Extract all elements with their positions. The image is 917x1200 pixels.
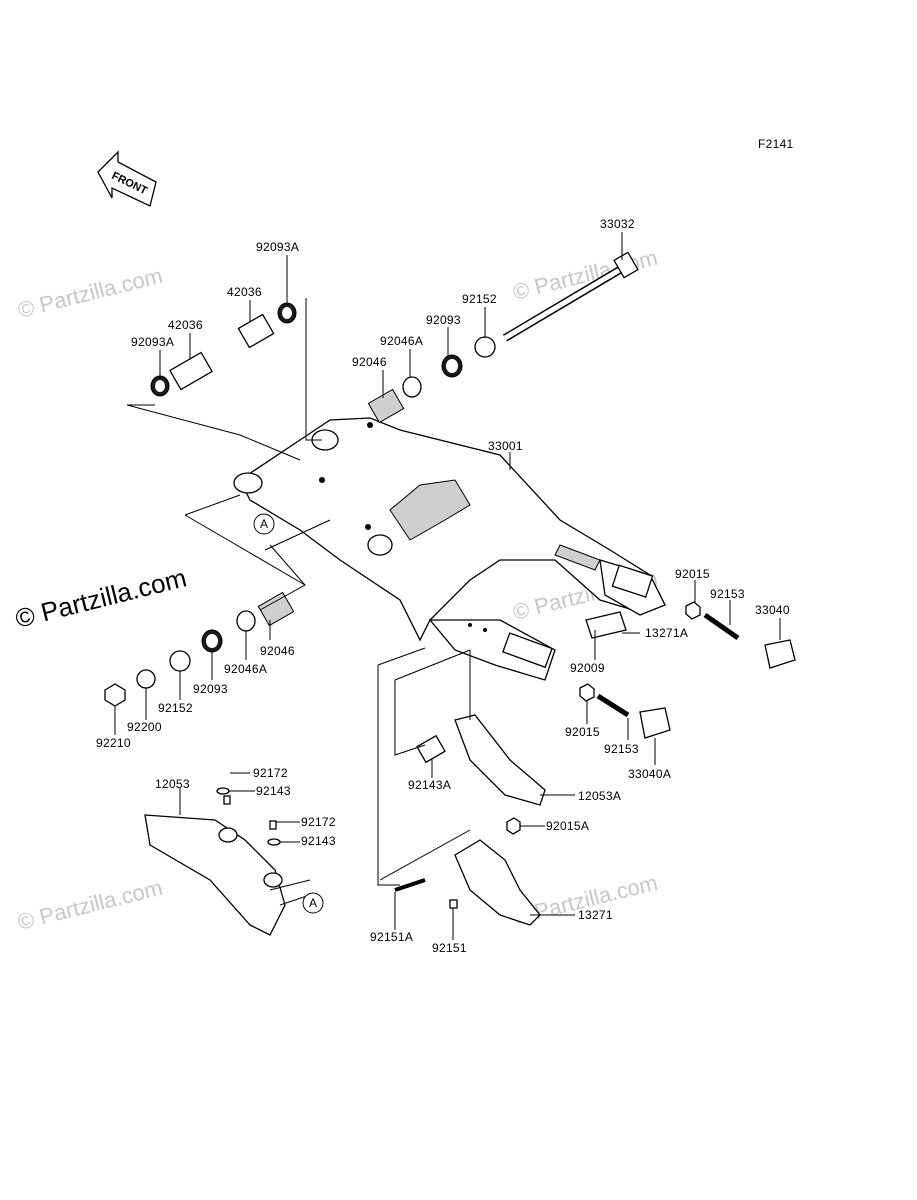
swingarm-body bbox=[233, 417, 666, 681]
part-labels: 33032 92093A 42036 42036 92093A 92152 92… bbox=[96, 217, 790, 955]
part-label: 33032 bbox=[600, 217, 635, 231]
part-label: 92152 bbox=[158, 701, 193, 715]
part-label: 92153 bbox=[604, 742, 639, 756]
watermark: © Partzilla.com bbox=[15, 263, 165, 323]
part-label: 92172 bbox=[301, 815, 336, 829]
part-label: 92143 bbox=[256, 784, 291, 798]
pivot-shaft bbox=[502, 251, 639, 342]
part-label: 92046A bbox=[224, 662, 267, 676]
callout-a-bottom: A bbox=[302, 892, 324, 914]
watermark: © Partzilla.com bbox=[510, 245, 660, 305]
part-label: 92046 bbox=[260, 644, 295, 658]
part-label: 92143A bbox=[408, 778, 451, 792]
part-label: 33040A bbox=[628, 767, 671, 781]
chain-guide bbox=[416, 714, 546, 806]
part-label: 92093A bbox=[256, 240, 299, 254]
part-label: 92210 bbox=[96, 736, 131, 750]
part-label: 92093 bbox=[193, 682, 228, 696]
part-label: 92152 bbox=[462, 292, 497, 306]
part-label: 92009 bbox=[570, 661, 605, 675]
callout-a-top: A bbox=[253, 513, 275, 535]
watermark-main: © Partzilla.com bbox=[12, 562, 189, 633]
part-label: 92151A bbox=[370, 930, 413, 944]
part-label: 92015A bbox=[546, 819, 589, 833]
leader-lines bbox=[114, 232, 781, 940]
part-label: 92093 bbox=[426, 313, 461, 327]
front-arrow-icon: FRONT bbox=[97, 150, 157, 207]
part-label: 92153 bbox=[710, 587, 745, 601]
part-label: 12053A bbox=[578, 789, 621, 803]
part-label: 92015 bbox=[675, 567, 710, 581]
chain-guard bbox=[394, 817, 541, 926]
watermark: © Partzilla.com bbox=[15, 875, 165, 935]
chain-adjusters bbox=[579, 601, 796, 739]
part-label: 12053 bbox=[155, 777, 190, 791]
figure-code: F2141 bbox=[758, 137, 794, 151]
part-label: 13271A bbox=[645, 626, 688, 640]
part-label: 92093A bbox=[131, 335, 174, 349]
callout-letter: A bbox=[260, 517, 268, 531]
part-label: 92200 bbox=[127, 720, 162, 734]
part-label: 92015 bbox=[565, 725, 600, 739]
part-label: 42036 bbox=[168, 318, 203, 332]
pivot-hardware bbox=[104, 302, 496, 707]
part-label: 42036 bbox=[227, 285, 262, 299]
part-label: 33001 bbox=[488, 439, 523, 453]
part-label: 92046 bbox=[352, 355, 387, 369]
part-label: 33040 bbox=[755, 603, 790, 617]
part-label: 13271 bbox=[578, 908, 613, 922]
callout-letter: A bbox=[309, 896, 317, 910]
part-label: 92151 bbox=[432, 941, 467, 955]
part-label: 92046A bbox=[380, 334, 423, 348]
part-label: 92143 bbox=[301, 834, 336, 848]
torque-link bbox=[144, 787, 286, 936]
part-label: 92172 bbox=[253, 766, 288, 780]
